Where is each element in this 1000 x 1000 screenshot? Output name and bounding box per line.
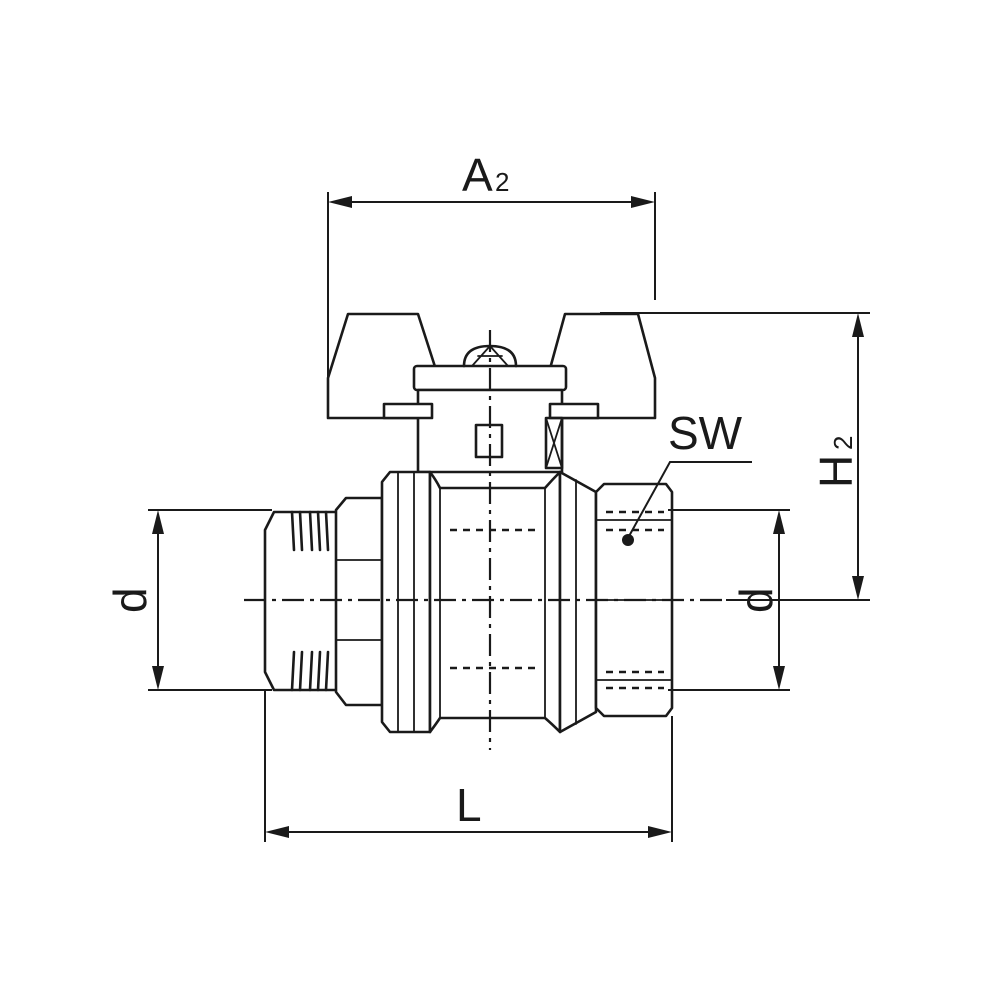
dimension-label-h2: H xyxy=(810,455,862,488)
dimension-label-d-left: d xyxy=(104,587,156,613)
butterfly-handle xyxy=(326,312,657,474)
center-lines xyxy=(244,330,726,750)
sw-leader: SW xyxy=(622,407,752,546)
sw-leader-dot xyxy=(622,534,634,546)
male-thread-marks xyxy=(290,510,330,692)
dimension-label-a2: A xyxy=(462,149,493,201)
dimension-label-d-right: d xyxy=(730,587,782,613)
dimension-d-right: d xyxy=(668,509,790,691)
label-sw: SW xyxy=(668,407,743,459)
dimension-label-l: L xyxy=(456,779,482,831)
dimension-d-left: d xyxy=(104,509,272,691)
dimension-label-a2-subscript: 2 xyxy=(495,167,509,197)
dimension-h2: H 2 xyxy=(600,312,870,601)
dimension-label-h2-subscript: 2 xyxy=(828,436,858,450)
dimension-a2: A 2 xyxy=(327,149,656,418)
dimension-l: L xyxy=(264,690,673,842)
valve-body xyxy=(263,470,674,734)
